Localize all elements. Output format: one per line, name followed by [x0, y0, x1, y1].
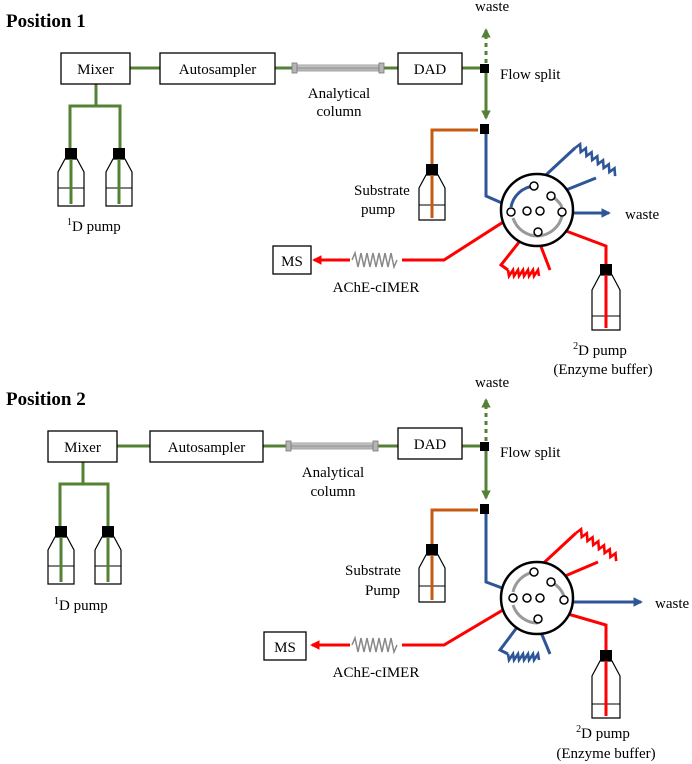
flow-split-label: Flow split [500, 67, 561, 83]
panel-title: Position 1 [6, 11, 86, 32]
mixer-box [60, 52, 131, 85]
pump1-bottle-a [47, 526, 75, 585]
substrate-bottle [418, 544, 446, 603]
panel-position-2: Position 2 Mixer Autosampler Analytical … [6, 375, 689, 762]
red-flow-lines [310, 526, 618, 652]
imer-coil [351, 250, 398, 270]
substrate-bottle [418, 164, 446, 221]
flow-split-tee [480, 64, 489, 73]
autosampler-label: Autosampler [179, 62, 256, 78]
pump1-bottle-a [57, 148, 85, 207]
analytical-column [291, 62, 385, 74]
mixing-tee [480, 504, 489, 514]
waste-right-label: waste [655, 596, 689, 612]
switching-valve [499, 172, 575, 248]
red-flow-lines [312, 215, 608, 280]
green-flow-lines [58, 398, 491, 530]
mixing-tee [480, 124, 489, 134]
imer-label: AChE-cIMER [333, 665, 420, 681]
panel-title: Position 2 [6, 389, 86, 410]
switching-valve [499, 560, 575, 636]
mixer-label: Mixer [64, 440, 101, 456]
autosampler-box [159, 52, 276, 85]
ms-box [263, 631, 307, 661]
pump2-bottle [591, 650, 621, 719]
dad-label: DAD [414, 62, 447, 78]
flow-split-tee [480, 442, 489, 451]
pump2-label-1: 2D pump [573, 341, 627, 359]
imer-coil [351, 635, 398, 655]
substrate-label-1: Substrate [345, 563, 401, 579]
panel-position-1: Position 1 Mixer Autosampler Analytical … [6, 0, 659, 378]
pump2-label-2: (Enzyme buffer) [553, 362, 652, 378]
analytical-column [285, 440, 379, 452]
green-flow-lines [68, 28, 491, 152]
mixer-box [47, 430, 118, 463]
waste-top-label: waste [475, 0, 509, 15]
pump2-label-1: 2D pump [576, 724, 630, 742]
dad-box [397, 52, 463, 85]
ms-label: MS [281, 254, 303, 270]
pump1-label: 1D pump [67, 217, 121, 235]
substrate-label-2: pump [361, 202, 395, 218]
pump1-label: 1D pump [54, 596, 108, 614]
pump2-label-2: (Enzyme buffer) [556, 746, 655, 762]
pump2-bottle [591, 264, 621, 331]
ms-box [272, 245, 312, 275]
substrate-line [430, 128, 478, 167]
pump1-bottle-b [94, 526, 122, 585]
substrate-label-1: Substrate [354, 183, 410, 199]
ms-label: MS [274, 640, 296, 656]
column-label-1: Analytical [302, 465, 364, 481]
mixer-label: Mixer [77, 62, 114, 78]
column-label-1: Analytical [308, 86, 370, 102]
substrate-label-2: Pump [365, 583, 400, 599]
dad-box [397, 427, 463, 460]
substrate-line [430, 508, 478, 546]
column-label-2: column [317, 104, 362, 120]
flow-split-label: Flow split [500, 445, 561, 461]
pump1-bottle-b [105, 148, 133, 207]
autosampler-box [149, 430, 264, 463]
waste-right-label: waste [625, 207, 659, 223]
waste-top-label: waste [475, 375, 509, 391]
column-label-2: column [311, 484, 356, 500]
autosampler-label: Autosampler [168, 440, 245, 456]
imer-label: AChE-cIMER [333, 280, 420, 296]
dad-label: DAD [414, 437, 447, 453]
